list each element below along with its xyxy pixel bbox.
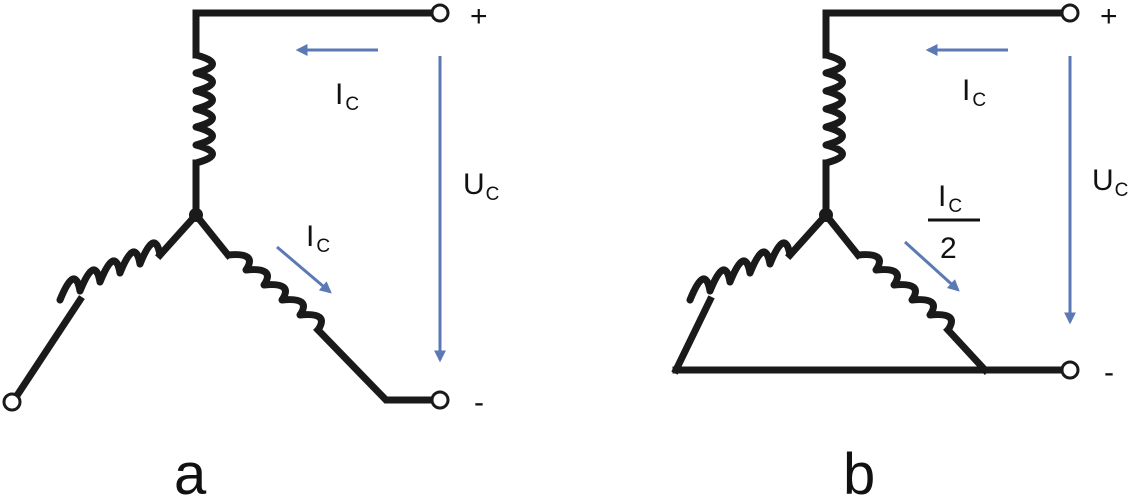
a-branch-current-arrow <box>276 245 332 294</box>
b-voltage-symbol: U <box>1092 164 1114 197</box>
b-vertical-coil <box>822 51 846 167</box>
b-panel-label: b <box>843 442 875 502</box>
a-branch-current-sub: C <box>316 236 330 257</box>
b-branch-current-arrow <box>903 240 960 292</box>
a-plus-terminal <box>430 3 450 23</box>
b-left-wire-upper <box>785 210 831 260</box>
b-left-wire-lower <box>671 295 715 375</box>
a-plus-label: + <box>470 0 488 33</box>
a-minus-label: - <box>474 386 484 419</box>
b-branch-current-denominator: 2 <box>940 232 957 265</box>
a-vertical-coil <box>192 51 216 167</box>
a-voltage-symbol: U <box>463 168 485 201</box>
a-left-wire-upper <box>155 210 201 260</box>
a-top-current-sub: C <box>345 94 359 115</box>
b-plus-label: + <box>1100 0 1118 33</box>
b-right-coil <box>854 251 955 334</box>
a-top-current-symbol: I <box>335 78 343 111</box>
b-top-wire <box>822 9 1066 59</box>
a-panel-label: a <box>174 442 207 502</box>
a-left-wire-lower <box>13 295 85 399</box>
b-branch-current-sub: C <box>948 196 962 217</box>
b-top-current-sub: C <box>972 90 986 111</box>
b-minus-label: - <box>1104 356 1114 389</box>
a-junction-node <box>189 208 203 222</box>
b-right-wire-lower <box>943 325 990 375</box>
a-right-coil <box>224 251 325 334</box>
b-left-coil <box>686 239 794 304</box>
b-branch-current-symbol: I <box>938 180 946 213</box>
b-voltage-sub: C <box>1115 180 1129 201</box>
a-left-coil <box>56 239 164 304</box>
b-right-wire-upper <box>821 210 863 260</box>
a-top-wire <box>192 9 436 59</box>
b-voltage-label: UC <box>1092 164 1128 201</box>
a-branch-current-symbol: I <box>306 220 314 253</box>
a-right-wire-upper <box>191 210 233 260</box>
a-minus-terminal <box>430 390 450 410</box>
b-junction-node <box>819 208 833 222</box>
b-minus-terminal <box>1060 360 1080 380</box>
a-voltage-sub: C <box>486 184 500 205</box>
b-top-current-symbol: I <box>962 74 970 107</box>
a-right-wire-lower <box>313 325 436 404</box>
a-voltage-label: UC <box>463 168 499 205</box>
b-plus-terminal <box>1060 3 1080 23</box>
a-left-terminal <box>2 392 22 412</box>
